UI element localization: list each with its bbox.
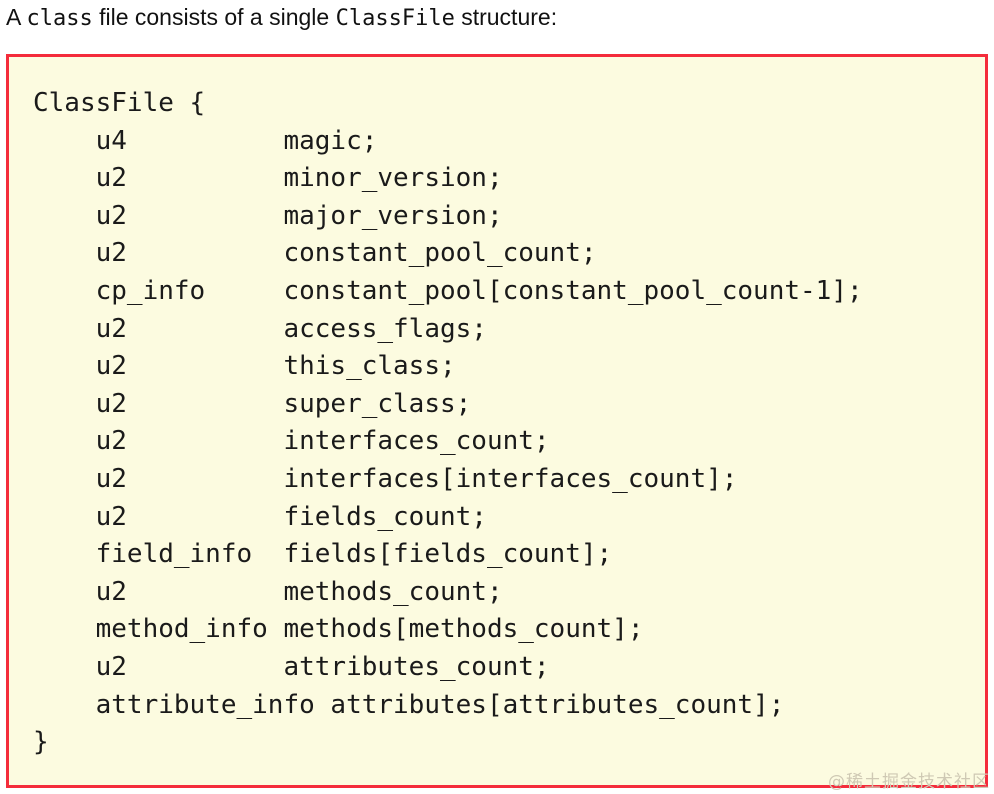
code-line: u4 magic; [33, 125, 378, 156]
code-line: u2 access_flags; [33, 313, 487, 344]
heading-text-run: A [6, 4, 27, 30]
code-line: } [33, 727, 49, 758]
code-line: u2 minor_version; [33, 163, 503, 194]
heading-text-run: file consists of a single [92, 4, 336, 30]
code-line: method_info methods[methods_count]; [33, 614, 644, 645]
code-content: ClassFile { u4 magic; u2 minor_version; … [33, 85, 863, 762]
code-block: ClassFile { u4 magic; u2 minor_version; … [6, 54, 988, 788]
code-line: ClassFile { [33, 88, 206, 118]
code-line: u2 super_class; [33, 388, 472, 419]
heading-code-run: class [26, 6, 93, 31]
code-line: attribute_info attributes[attributes_cou… [33, 689, 785, 720]
heading-text-run: structure: [454, 4, 558, 30]
code-line: field_info fields[fields_count]; [33, 539, 613, 570]
code-line: u2 interfaces_count; [33, 426, 550, 457]
code-line: cp_info constant_pool[constant_pool_coun… [33, 275, 863, 306]
code-line: u2 interfaces[interfaces_count]; [33, 463, 738, 494]
heading-code-run: ClassFile [335, 6, 455, 31]
code-line: u2 methods_count; [33, 576, 503, 607]
page-title: A class file consists of a single ClassF… [6, 2, 986, 36]
watermark: @稀土掘金技术社区 [828, 772, 990, 792]
code-line: u2 major_version; [33, 200, 503, 231]
code-line: u2 attributes_count; [33, 651, 550, 682]
code-line: u2 fields_count; [33, 501, 487, 532]
code-line: u2 constant_pool_count; [33, 238, 597, 269]
code-line: u2 this_class; [33, 351, 456, 382]
